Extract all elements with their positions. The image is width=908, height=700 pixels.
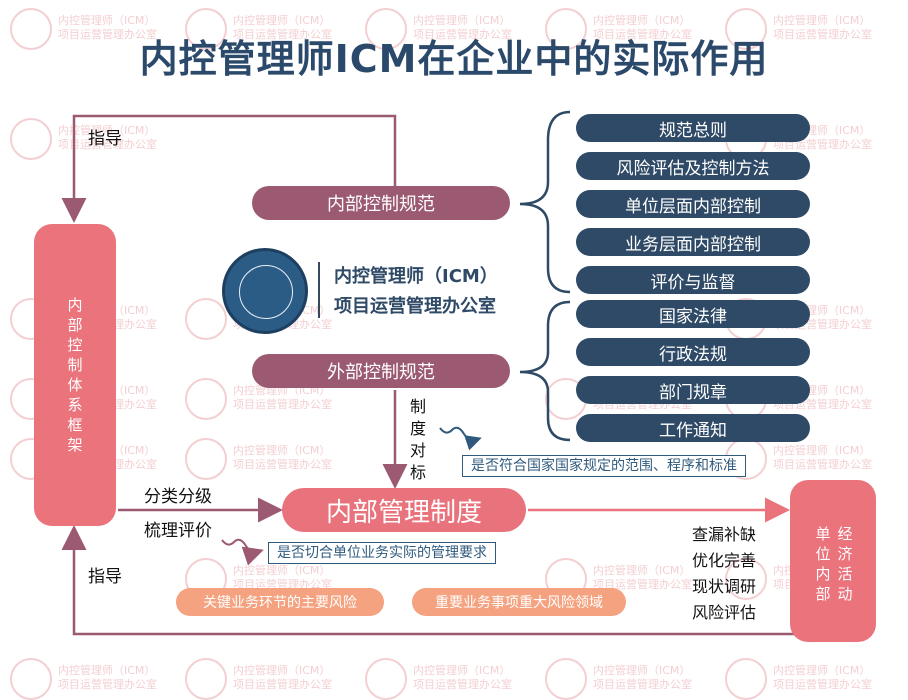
watermark-text: 内控管理师（ICM）项目运营管理办公室 [773, 444, 872, 471]
framework-label-char: 框 [67, 416, 83, 434]
seal-inner-ring [239, 265, 293, 319]
guide-top-line [61, 114, 397, 223]
right-col2-char: 活 [837, 565, 853, 583]
risk-pill-key-links: 关键业务环节的主要风险 [176, 588, 384, 616]
watermark-seal-icon [725, 8, 767, 50]
internal-norm-item: 业务层面内部控制 [576, 228, 810, 256]
watermark-text: 内控管理师（ICM）项目运营管理办公室 [773, 14, 872, 41]
guide-top-label: 指导 [88, 128, 122, 150]
external-norm-item: 工作通知 [576, 414, 810, 442]
watermark-seal-icon [185, 378, 227, 420]
watermark-text: 内控管理师（ICM）项目运营管理办公室 [413, 664, 512, 691]
right-col1-char: 位 [815, 545, 831, 563]
watermark-seal-icon [185, 438, 227, 480]
framework-label-char: 系 [67, 396, 83, 414]
right-col2-char: 济 [837, 545, 853, 563]
framework-label-char: 架 [67, 436, 83, 454]
framework-label-char: 体 [67, 376, 83, 394]
right-col1-char: 单 [815, 525, 831, 543]
external-norm-item: 国家法律 [576, 300, 810, 328]
risk-pill-major-matters: 重要业务事项重大风险领域 [412, 588, 626, 616]
standard-compare-label: 制度对标 [410, 396, 450, 484]
actions-list: 查漏补缺优化完善现状调研风险评估 [692, 522, 756, 626]
watermark-text: 内控管理师（ICM）项目运营管理办公室 [413, 14, 512, 41]
page-title: 内控管理师ICM在企业中的实际作用 [139, 37, 769, 81]
watermark-seal-icon [10, 118, 52, 160]
watermark-seal-icon [725, 558, 767, 600]
watermark-seal-icon [545, 8, 587, 50]
economic-activities-box: 单位内部 经济活动 [790, 480, 876, 642]
guide-bottom-char: 导 [105, 567, 122, 587]
internal-brace [519, 110, 571, 294]
right-box-col1: 单位内部 [814, 524, 832, 604]
external-brace [519, 300, 571, 442]
watermark-text: 内控管理师（ICM）项目运营管理办公室 [233, 14, 332, 41]
business-fit-note: 是否切合单位业务实际的管理要求 [268, 542, 496, 564]
external-norms-pill: 外部控制规范 [252, 354, 510, 388]
action-item: 优化完善 [692, 551, 757, 570]
logo-line1: 内控管理师（ICM） [334, 266, 498, 287]
guide-bottom-label: 指导 [88, 566, 122, 588]
classify-label-line1: 分类分级 [144, 487, 212, 507]
internal-norm-item: 规范总则 [576, 114, 810, 142]
external-norm-item: 部门规章 [576, 376, 810, 404]
guide-top-char: 导 [105, 129, 122, 149]
action-item: 风险评估 [692, 603, 757, 622]
watermark-text: 内控管理师（ICM）项目运营管理办公室 [233, 444, 332, 471]
guide-bottom-char: 指 [88, 567, 105, 587]
framework-label-char: 控 [67, 336, 83, 354]
framework-label-char: 制 [67, 356, 83, 374]
standard-compare-char: 对 [410, 441, 427, 460]
guide-top-char: 指 [88, 129, 105, 149]
logo-divider [318, 262, 320, 318]
internal-norm-item: 单位层面内部控制 [576, 190, 810, 218]
squiggle-arrow-national [439, 426, 482, 451]
national-standard-note: 是否符合国家国家规定的范围、程序和标准 [462, 455, 746, 477]
classify-label-line2: 梳理评价 [144, 521, 212, 541]
framework-label-char: 部 [67, 316, 83, 334]
watermark-seal-icon [365, 8, 407, 50]
right-col2-char: 经 [837, 525, 853, 543]
watermark-text: 内控管理师（ICM）项目运营管理办公室 [773, 664, 872, 691]
watermark-text: 内控管理师（ICM）项目运营管理办公室 [593, 564, 692, 591]
watermark-seal-icon [10, 8, 52, 50]
standard-compare-char: 标 [410, 463, 427, 482]
watermark-seal-icon [185, 8, 227, 50]
watermark-seal-icon [185, 298, 227, 340]
watermark-text: 内控管理师（ICM）项目运营管理办公室 [58, 14, 157, 41]
standard-compare-char: 制 [410, 397, 427, 416]
watermark-text: 内控管理师（ICM）项目运营管理办公室 [593, 14, 692, 41]
logo-line2: 项目运营管理办公室 [334, 296, 496, 317]
framework-label-char: 内 [67, 296, 83, 314]
internal-norm-item: 评价与监督 [576, 266, 810, 294]
internal-management-system-pill: 内部管理制度 [282, 488, 526, 532]
squiggle-arrow-fit [221, 538, 264, 566]
watermark-text: 内控管理师（ICM）项目运营管理办公室 [58, 664, 157, 691]
action-item: 现状调研 [692, 577, 757, 596]
internal-norms-pill: 内部控制规范 [252, 186, 510, 220]
watermark-text: 内控管理师（ICM）项目运营管理办公室 [233, 664, 332, 691]
watermark-text: 内控管理师（ICM）项目运营管理办公室 [593, 664, 692, 691]
action-item: 查漏补缺 [692, 525, 757, 544]
internal-norm-item: 风险评估及控制方法 [576, 152, 810, 180]
watermark-text: 内控管理师（ICM）项目运营管理办公室 [58, 124, 157, 151]
right-col1-char: 内 [815, 565, 831, 583]
internal-control-framework-box: 内部控制体系框架 [34, 224, 116, 526]
standard-compare-char: 度 [410, 419, 427, 438]
institute-seal-logo [222, 248, 308, 334]
right-col1-char: 部 [815, 585, 831, 603]
watermark-text: 内控管理师（ICM）项目运营管理办公室 [233, 564, 332, 591]
right-box-col2: 经济活动 [836, 524, 854, 604]
right-col2-char: 动 [837, 585, 853, 603]
external-norm-item: 行政法规 [576, 338, 810, 366]
